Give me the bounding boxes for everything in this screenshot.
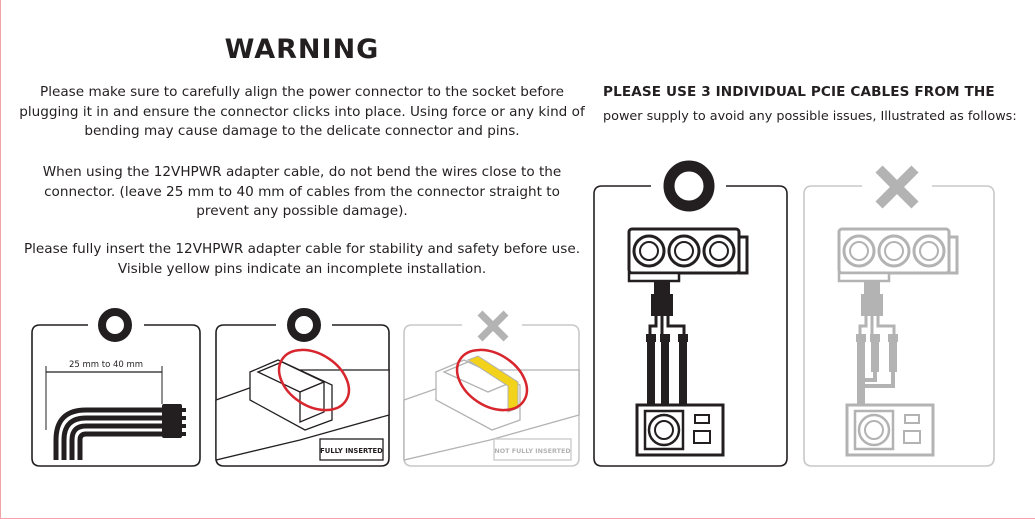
highlight-ring bbox=[455, 348, 529, 412]
correct-o-icon bbox=[663, 160, 715, 212]
not-fully-inserted-label: NOT FULLY INSERTED bbox=[494, 447, 570, 455]
panel-fully-inserted: FULLY INSERTED bbox=[215, 308, 390, 467]
fully-inserted-label: FULLY INSERTED bbox=[320, 447, 383, 455]
warning-paragraph-2: When using the 12VHPWR adapter cable, do… bbox=[42, 164, 562, 219]
warning-paragraph-3: Please fully insert the 12VHPWR adapter … bbox=[23, 241, 581, 277]
panel-bend-distance: 25 mm to 40 mm bbox=[31, 308, 201, 467]
wrong-x-icon bbox=[477, 310, 509, 342]
panel-daisy-chain-wrong bbox=[803, 165, 995, 467]
highlight-ring bbox=[277, 348, 351, 412]
wrong-x-icon bbox=[875, 165, 919, 209]
correct-o-icon bbox=[287, 308, 321, 342]
panel-three-cables-correct bbox=[593, 160, 788, 467]
warning-title: WARNING bbox=[224, 34, 380, 65]
panel-not-fully-inserted: NOT FULLY INSERTED bbox=[403, 310, 580, 467]
pcie-cables-heading: PLEASE USE 3 INDIVIDUAL PCIE CABLES FROM… bbox=[603, 84, 995, 100]
correct-o-icon bbox=[98, 308, 132, 342]
pcie-cables-text: power supply to avoid any possible issue… bbox=[603, 109, 1017, 124]
warning-paragraph-1: Please make sure to carefully align the … bbox=[19, 84, 585, 139]
measure-label: 25 mm to 40 mm bbox=[69, 360, 143, 370]
